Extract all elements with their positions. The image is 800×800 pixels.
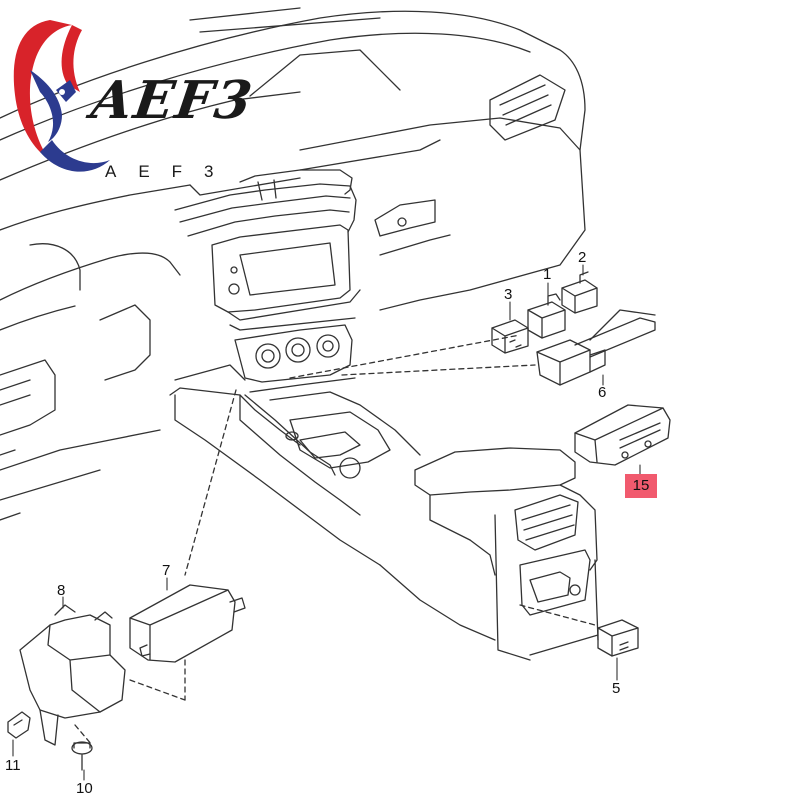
callout-3: 3: [504, 286, 513, 303]
part-1-connector: [527, 293, 566, 339]
center-stack: [174, 169, 361, 393]
brand-logo: AEF3 AEF3: [10, 10, 258, 200]
part-11-clip: [7, 711, 31, 739]
part-3-connector: [491, 319, 529, 354]
part-10-screw: [71, 741, 93, 771]
callout-7: 7: [162, 562, 171, 579]
part-5-connector: [597, 619, 639, 657]
part-6-bracket: [536, 309, 656, 386]
part-8-bracket: [19, 604, 126, 746]
dashboard-outline: [0, 7, 586, 521]
brand-logo-text: AEF3: [87, 70, 258, 131]
callout-8: 8: [57, 582, 66, 599]
callout-ticks: [12, 264, 641, 781]
brand-logo-mark: [13, 20, 110, 172]
callout-15-highlighted: 15: [625, 474, 657, 498]
brand-logo-subtext: AEF3: [105, 162, 236, 181]
center-console: [169, 364, 599, 661]
callout-1: 1: [543, 266, 552, 283]
callout-6: 6: [598, 384, 607, 401]
leader-lines: [74, 334, 596, 746]
part-15-module: [574, 404, 671, 466]
part-7-module: [129, 584, 246, 663]
callout-10: 10: [76, 780, 93, 797]
callout-5: 5: [612, 680, 621, 697]
callout-11: 11: [5, 757, 21, 774]
part-2-connector: [561, 271, 598, 314]
callout-2: 2: [578, 249, 587, 266]
